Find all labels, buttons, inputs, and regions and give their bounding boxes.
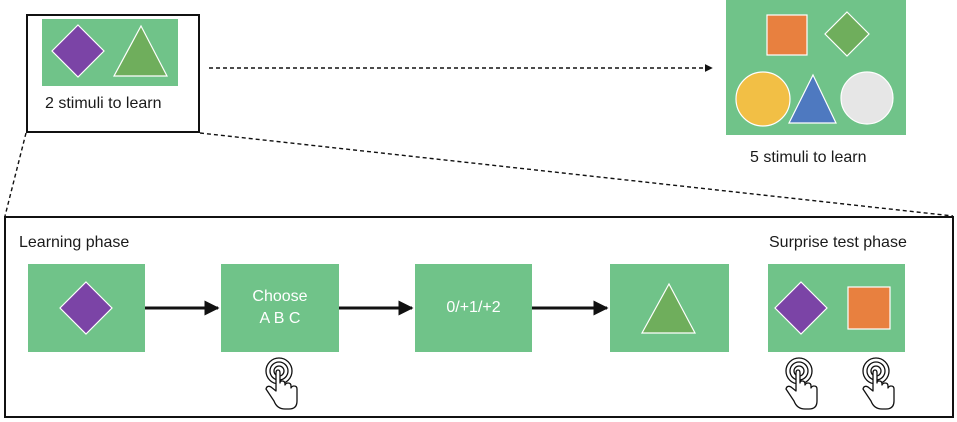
step-choose-panel: Choose A B C bbox=[221, 264, 339, 352]
green-triangle-shape bbox=[640, 282, 696, 334]
touch-hand-icon bbox=[785, 357, 818, 410]
procedure-frame bbox=[4, 216, 954, 418]
grey-circle-shape bbox=[840, 71, 894, 125]
purple-diamond-shape bbox=[51, 24, 105, 78]
learning-phase-label: Learning phase bbox=[19, 234, 130, 251]
test-phase-label: Surprise test phase bbox=[769, 234, 907, 251]
orange-square-shape bbox=[847, 286, 891, 330]
small-set-panel bbox=[42, 19, 178, 86]
choose-options: A B C bbox=[259, 310, 301, 327]
zoom-line-left bbox=[4, 132, 27, 217]
zoom-line-right bbox=[199, 132, 954, 217]
step-test-shapes-svg bbox=[774, 281, 891, 335]
large-set-shapes bbox=[735, 11, 894, 127]
small-set-frame bbox=[26, 14, 200, 133]
small-set-label: 2 stimuli to learn bbox=[45, 95, 162, 112]
purple-diamond-shape bbox=[774, 281, 828, 335]
purple-diamond-shape bbox=[59, 281, 113, 335]
yellow-circle-shape bbox=[735, 71, 791, 127]
choose-title: Choose bbox=[252, 288, 308, 305]
green-triangle-shape bbox=[112, 24, 168, 77]
step-outcome-shape-svg bbox=[640, 282, 696, 334]
large-set-panel bbox=[726, 0, 906, 135]
orange-square-shape bbox=[766, 14, 808, 56]
touch-hand-icon bbox=[265, 357, 298, 410]
step-outcome-panel bbox=[610, 264, 729, 352]
step-stimulus-panel bbox=[28, 264, 145, 352]
large-set-label: 5 stimuli to learn bbox=[750, 149, 867, 166]
step-stimulus-shape-svg bbox=[59, 281, 113, 335]
small-set-shapes bbox=[51, 24, 168, 78]
feedback-text: 0/+1/+2 bbox=[446, 299, 501, 316]
step-feedback-panel: 0/+1/+2 bbox=[415, 264, 532, 352]
green-diamond-shape bbox=[824, 11, 870, 57]
step-test-panel bbox=[768, 264, 905, 352]
blue-triangle-shape bbox=[788, 73, 837, 124]
touch-hand-icon bbox=[862, 357, 895, 410]
